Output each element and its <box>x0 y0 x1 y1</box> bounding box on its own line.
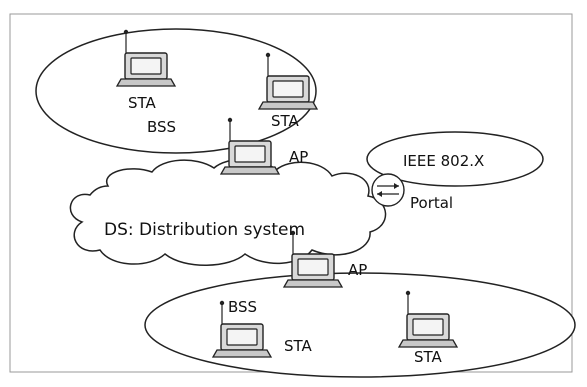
ds-label: DS: Distribution system <box>104 220 305 240</box>
bss-label: BSS <box>228 298 257 316</box>
ds-cloud <box>69 158 387 266</box>
bss-bottom-ellipse <box>144 272 576 378</box>
sta-label: STA <box>128 94 157 112</box>
portal-label: Portal <box>410 194 453 212</box>
sta-label: STA <box>271 112 300 130</box>
bss-top-ellipse <box>35 28 317 154</box>
ieee-802x-label: IEEE 802.X <box>403 152 484 170</box>
bss-label: BSS <box>147 118 176 136</box>
portal-icon <box>371 173 405 207</box>
ap-label: AP <box>289 148 308 166</box>
sta-label: STA <box>414 348 443 366</box>
ieee-802x-ellipse <box>366 131 544 187</box>
ap-label: AP <box>348 261 367 279</box>
sta-label: STA <box>284 337 313 355</box>
